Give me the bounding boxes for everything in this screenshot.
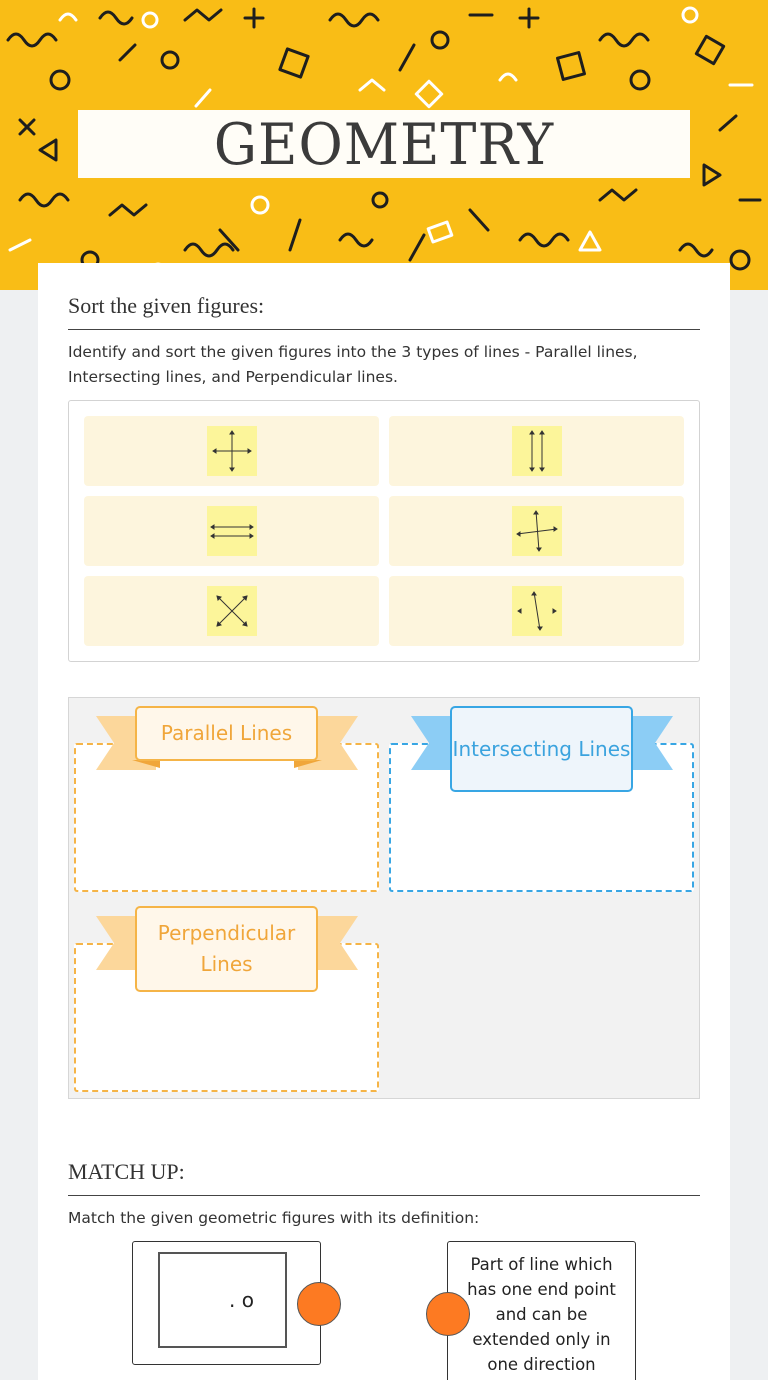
tilted-cross-icon [515, 510, 558, 552]
figure-tile[interactable] [84, 496, 379, 566]
figures-panel [68, 400, 700, 662]
perpendicular-lines-label: Perpendicular Lines [135, 906, 318, 992]
figure-thumbnail [206, 586, 257, 636]
figure-thumbnail [511, 426, 562, 476]
x-intersecting-lines-icon [215, 595, 248, 627]
figure-thumbnail [511, 586, 562, 636]
figure-image-frame: . o [158, 1252, 287, 1348]
header-banner: GEOMETRY [0, 0, 768, 290]
sort-instructions: Identify and sort the given figures into… [68, 343, 638, 386]
vertical-parallel-lines-icon [528, 430, 545, 472]
match-definition-card[interactable]: Part of line which has one end point and… [447, 1241, 636, 1380]
connector-dot[interactable] [426, 1292, 470, 1336]
figure-thumbnail [206, 506, 257, 556]
connector-dot[interactable] [297, 1282, 341, 1326]
perpendicular-cross-icon [211, 430, 252, 472]
categories-panel: Parallel Lines Intersecting Lines Perpen… [68, 697, 700, 1099]
page-title: GEOMETRY [213, 110, 555, 178]
title-box: GEOMETRY [78, 110, 690, 178]
slanted-lines-icon [516, 591, 557, 631]
figure-tile[interactable] [389, 576, 684, 646]
worksheet-card: Sort the given figures: Identify and sor… [38, 263, 730, 1380]
section-divider [68, 329, 700, 330]
figure-tile[interactable] [84, 416, 379, 486]
figure-thumbnail [206, 426, 257, 476]
intersecting-lines-label: Intersecting Lines [450, 706, 633, 792]
figure-thumbnail [511, 506, 562, 556]
match-figure-card[interactable]: . o [132, 1241, 321, 1365]
figure-text: . o [229, 1288, 254, 1312]
memphis-pattern-icon [6, 6, 762, 272]
figure-tile[interactable] [389, 496, 684, 566]
section-divider [68, 1195, 700, 1196]
sort-section-heading: Sort the given figures: [68, 293, 265, 318]
horizontal-parallel-lines-icon [209, 524, 254, 539]
match-instructions: Match the given geometric figures with i… [68, 1209, 480, 1227]
figure-tile[interactable] [84, 576, 379, 646]
match-section-heading: MATCH UP: [68, 1159, 185, 1184]
definition-text: Part of line which has one end point and… [467, 1255, 616, 1374]
figure-tile[interactable] [389, 416, 684, 486]
parallel-lines-label: Parallel Lines [135, 706, 318, 761]
